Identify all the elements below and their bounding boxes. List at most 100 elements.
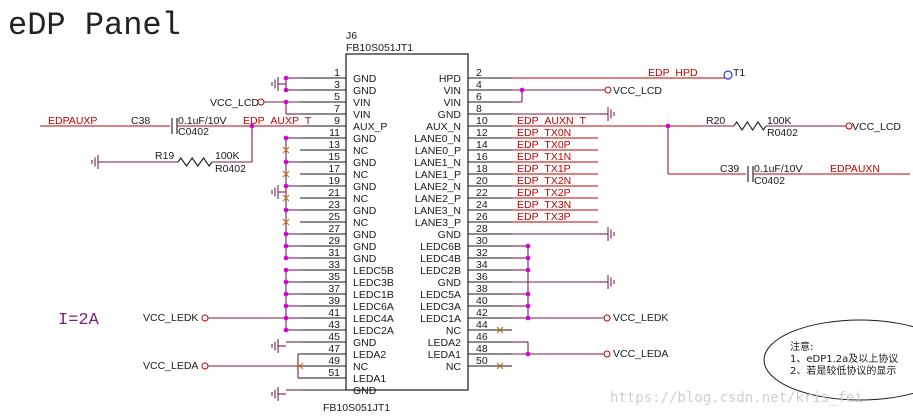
right-pin-number: 30 — [476, 235, 488, 247]
left-pin-number: 37 — [328, 283, 340, 295]
note-line1: 1、eDP1.2a及以上协议 — [790, 352, 898, 365]
junction-dot — [525, 303, 531, 309]
left-pin-name: GND — [353, 181, 377, 193]
ground-right-8 — [600, 107, 615, 121]
left-pin-number: 1 — [334, 67, 340, 79]
left-pin-name: VIN — [353, 109, 371, 121]
junction-dot — [283, 135, 289, 141]
left-pin-name: VIN — [353, 97, 371, 109]
nc-x-b — [282, 218, 290, 226]
port-vcc-lcd-left — [257, 98, 265, 106]
left-pin-name: LEDA1 — [353, 373, 386, 385]
net-edp-tx: EDP_TX2N — [517, 175, 571, 187]
right-pin-name: LANE2_N — [414, 181, 461, 193]
right-pin-name: LANE1_N — [414, 157, 461, 169]
nc-mark — [496, 362, 504, 370]
right-pin-name: LANE3_P — [415, 217, 461, 229]
net-vcc-leda-left: VCC_LEDA — [143, 360, 198, 372]
capacitor-c38 — [171, 118, 178, 134]
left-pin-name: GND — [353, 205, 377, 217]
junction-dot — [283, 159, 289, 165]
left-pin-name: NC — [353, 361, 369, 373]
right-pin-name: VIN — [443, 97, 461, 109]
net-edpauxp: EDPAUXP — [48, 115, 97, 127]
junction-dot — [283, 315, 289, 321]
connector-part-bottom: FB10S051JT1 — [323, 402, 390, 414]
nc-mark — [282, 146, 290, 154]
right-pin-name: GND — [438, 109, 462, 121]
left-pin-number: 31 — [328, 247, 340, 259]
right-pin-number: 4 — [476, 79, 482, 91]
right-pin-number: 34 — [476, 259, 488, 271]
left-pin-number: 23 — [328, 199, 340, 211]
net-vcc-ledk-right: VCC_LEDK — [613, 312, 668, 324]
testpoint-t1-symbol — [723, 70, 733, 80]
net-vcc-ledk-left: VCC_LEDK — [143, 312, 198, 324]
left-pin-number: 19 — [328, 175, 340, 187]
left-pin-name: GND — [353, 73, 377, 85]
right-pin-name: LEDC6B — [420, 241, 461, 253]
testpoint-t1: T1 — [733, 67, 745, 79]
right-pin-name: LANE0_N — [414, 133, 461, 145]
ground-symbols — [91, 77, 615, 401]
ground-left-mid — [271, 185, 286, 199]
left-pin-name: GND — [353, 253, 377, 265]
right-pin-number: 24 — [476, 199, 488, 211]
left-pin-number: 29 — [328, 235, 340, 247]
left-pin-number: 43 — [328, 319, 340, 331]
net-edp-tx: EDP_TX3N — [517, 199, 571, 211]
right-pin-name: LEDC2B — [420, 265, 461, 277]
ground-right-36 — [600, 275, 615, 289]
connector-part-top: FB10S051JT1 — [346, 42, 413, 54]
right-pin-number: 18 — [476, 163, 488, 175]
right-pin-number: 26 — [476, 211, 488, 223]
junction-dot — [283, 243, 289, 249]
junction-dot — [525, 291, 531, 297]
right-pin-number: 40 — [476, 295, 488, 307]
right-pin-name: LANE2_P — [415, 193, 461, 205]
right-pin-name: LEDC4B — [420, 253, 461, 265]
right-pin-name: LEDC3A — [420, 301, 461, 313]
capacitor-c39 — [747, 166, 754, 182]
net-vcc-leda-right: VCC_LEDA — [613, 348, 668, 360]
junction-dot — [525, 267, 531, 273]
left-pin-name: LEDC4A — [353, 313, 394, 325]
right-pin-number: 44 — [476, 319, 488, 331]
net-edp-tx: EDP_TX1N — [517, 151, 571, 163]
port-vcc-lcd-right — [604, 86, 612, 94]
junction-dot — [283, 99, 289, 105]
nc-x-b — [282, 194, 290, 202]
r20-value: 100K — [767, 115, 792, 127]
left-pin-number: 47 — [328, 343, 340, 355]
nc-x-b — [282, 170, 290, 178]
net-edp-auxn-t: EDP_AUXN_T — [517, 115, 586, 127]
ground-left-top — [271, 77, 286, 91]
junction-dot — [283, 87, 289, 93]
left-pin-number: 9 — [334, 115, 340, 127]
right-pin-number: 50 — [476, 355, 488, 367]
junction-dot — [283, 327, 289, 333]
right-pin-number: 32 — [476, 247, 488, 259]
left-pin-name: NC — [353, 145, 369, 157]
nc-mark — [282, 218, 290, 226]
watermark: https://blog.csdn.net/kris_fei — [610, 390, 863, 406]
left-pin-name: GND — [353, 229, 377, 241]
left-pin-name: LEDC5B — [353, 265, 394, 277]
junction-dot — [283, 183, 289, 189]
net-edp-auxp-t: EDP_AUXP_T — [243, 115, 312, 127]
left-pin-number: 3 — [334, 79, 340, 91]
right-pin-number: 28 — [476, 223, 488, 235]
right-pin-number: 38 — [476, 283, 488, 295]
right-pin-name: AUX_N — [426, 121, 461, 133]
left-pin-number: 33 — [328, 259, 340, 271]
nc-x-b — [496, 326, 504, 334]
right-pin-number: 48 — [476, 343, 488, 355]
right-pin-name: LANE0_P — [415, 145, 461, 157]
left-pin-number: 39 — [328, 295, 340, 307]
right-pin-number: 2 — [476, 67, 482, 79]
right-pin-number: 8 — [476, 103, 482, 115]
left-pin-name: AUX_P — [353, 121, 387, 133]
left-pin-name: LEDC1B — [353, 289, 394, 301]
